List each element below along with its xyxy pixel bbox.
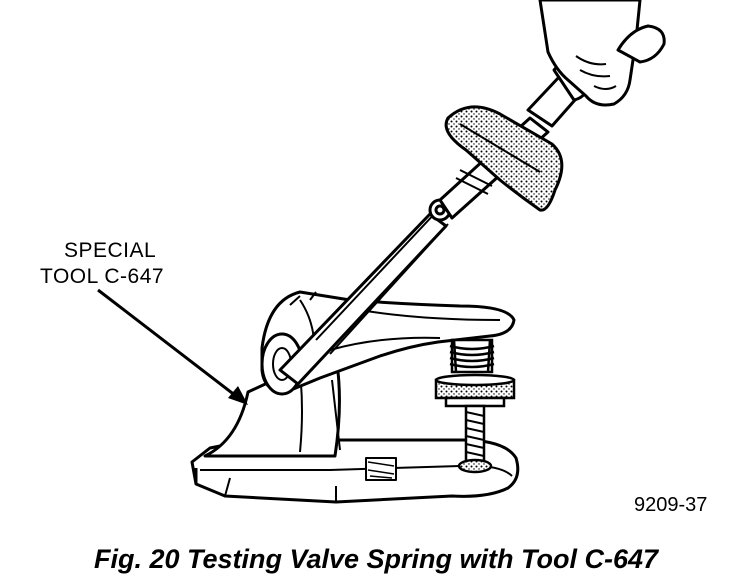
tool-column <box>203 366 341 458</box>
hand <box>538 0 666 107</box>
figure-caption: Fig. 20 Testing Valve Spring with Tool C… <box>93 544 659 574</box>
callout-leader-arrow <box>97 288 248 405</box>
valve-spring <box>449 338 495 374</box>
knurled-adjusting-nut <box>434 373 516 408</box>
threaded-screw <box>457 404 493 474</box>
callout-label-line2: TOOL C-647 <box>40 265 165 288</box>
callout-label-line1: SPECIAL <box>64 239 157 262</box>
figure-id: 9209-37 <box>634 494 708 516</box>
